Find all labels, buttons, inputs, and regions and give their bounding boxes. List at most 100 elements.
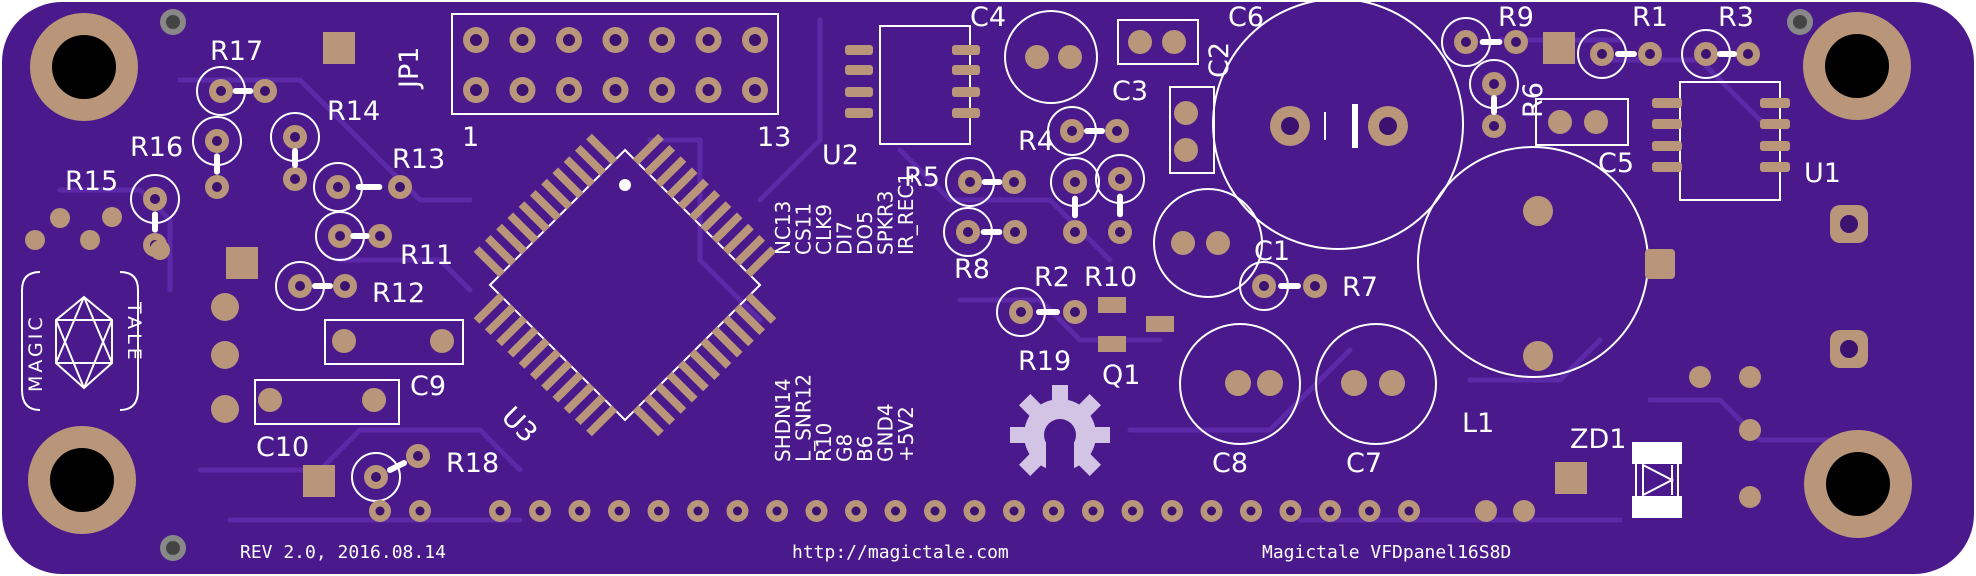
r7-label: R7 [1342, 272, 1378, 303]
magictale-logo [21, 271, 139, 411]
r13-label: R13 [392, 144, 445, 175]
pin-function-upper-label: SPKR3 [874, 191, 898, 256]
c4-label: C4 [970, 2, 1006, 33]
u2-chip [845, 25, 980, 145]
pin-function-upper-label: IR_REC1 [894, 172, 918, 255]
c8-label: C8 [1212, 448, 1248, 479]
u1-label: U1 [1804, 158, 1841, 189]
qfp-pad [677, 178, 709, 210]
qfp-pad [655, 382, 687, 414]
q1-label: Q1 [1102, 360, 1140, 391]
qfp-pad [688, 348, 721, 381]
qfp-pad [666, 167, 698, 199]
pin-function-upper-label: CLK9 [812, 204, 836, 255]
r17-label: R17 [210, 36, 263, 67]
qfp-pad [507, 326, 539, 358]
qfp-pad [518, 201, 550, 233]
qfp-pad [643, 144, 676, 177]
qfp-pad [722, 223, 754, 255]
logo-text-left: MAGIC [25, 314, 47, 392]
qfp-pad [745, 292, 777, 324]
qfp-pad [563, 382, 595, 414]
qfp-pad [473, 246, 505, 278]
qfp-pad [586, 133, 618, 165]
r1-label: R1 [1632, 2, 1668, 33]
r10-label: R10 [1084, 262, 1137, 293]
qfp-pad [529, 189, 562, 222]
r16-label: R16 [130, 132, 183, 163]
qfp-pad [632, 133, 664, 165]
resistors [130, 17, 1760, 502]
qfp-pad [496, 223, 528, 255]
u2-label: U2 [822, 140, 859, 171]
qfp-pad [496, 315, 528, 347]
qfp-pad [541, 360, 573, 392]
qfp-pad [586, 405, 618, 437]
qfp-pad [574, 393, 607, 426]
r9-label: R9 [1498, 2, 1534, 33]
pin-function-lower-label: SHDN14 [771, 378, 795, 462]
pin-function-lower-label: GND4 [874, 403, 898, 462]
r19-label: R19 [1018, 346, 1071, 377]
footer-url: http://magictale.com [792, 542, 1009, 563]
qfp-pad [711, 212, 743, 244]
pin-function-lower-label: L_SNR12 [792, 374, 816, 462]
c2-label: C2 [1204, 42, 1235, 78]
r15-label: R15 [65, 166, 118, 197]
r14-label: R14 [327, 96, 380, 127]
r12-label: R12 [372, 278, 425, 309]
qfp-pad [655, 156, 687, 188]
qfp-pad [643, 393, 676, 426]
mounting-holes [28, 9, 1912, 561]
pin-function-lower-label: B6 [853, 436, 877, 462]
qfp-pad [700, 201, 732, 233]
r6-label: R6 [1518, 82, 1549, 118]
qfp-pad [632, 405, 664, 437]
qfp-pad [666, 371, 698, 403]
pin-function-lower-label: R10 [812, 423, 836, 462]
pin-13-label: 13 [757, 122, 791, 153]
jp1-header [451, 13, 779, 115]
qfp-pad [688, 189, 721, 222]
oshw-gear-icon [1010, 385, 1110, 483]
qfp-pad [733, 303, 766, 336]
footer-product: Magictale VFDpanel16S8D [1262, 542, 1511, 563]
pin-1-label: 1 [462, 122, 479, 153]
misc-pads [25, 32, 1761, 522]
c3-label: C3 [1112, 76, 1148, 107]
logo-text-right: TALE [123, 301, 145, 364]
qfp-pad [745, 246, 777, 278]
l1-label: L1 [1462, 408, 1494, 439]
c6-label: C6 [1228, 2, 1264, 33]
pin-function-upper-label: DI7 [833, 221, 857, 255]
q1-transistor [1098, 297, 1174, 352]
qfp-pad [518, 337, 550, 369]
qfp-pad [552, 167, 584, 199]
qfp-pad [529, 348, 562, 381]
pin-function-upper-label: NC13 [771, 201, 795, 255]
r18-label: R18 [446, 448, 499, 479]
qfp-pad [677, 360, 709, 392]
qfp-pad [552, 371, 584, 403]
qfp-pad [507, 212, 539, 244]
qfp-pad [722, 315, 754, 347]
c5-label: C5 [1598, 148, 1634, 179]
pin-function-lower-label: G8 [833, 434, 857, 462]
c1-label: C1 [1254, 236, 1290, 267]
zd1-diode [1555, 442, 1682, 518]
r8-label: R8 [954, 254, 990, 285]
qfp-pad [484, 303, 517, 336]
c9-label: C9 [410, 371, 446, 402]
qfp-pad [711, 326, 743, 358]
qfp-pad [700, 337, 732, 369]
c10-label: C10 [256, 432, 309, 463]
r11-label: R11 [400, 240, 453, 271]
u1-chip [1652, 81, 1790, 201]
r2-label: R2 [1034, 262, 1070, 293]
footer-revision: REV 2.0, 2016.08.14 [240, 542, 446, 563]
pin-function-upper-label: CS11 [792, 203, 816, 255]
u3-chip [473, 133, 777, 437]
jp1-label: JP1 [394, 47, 425, 90]
